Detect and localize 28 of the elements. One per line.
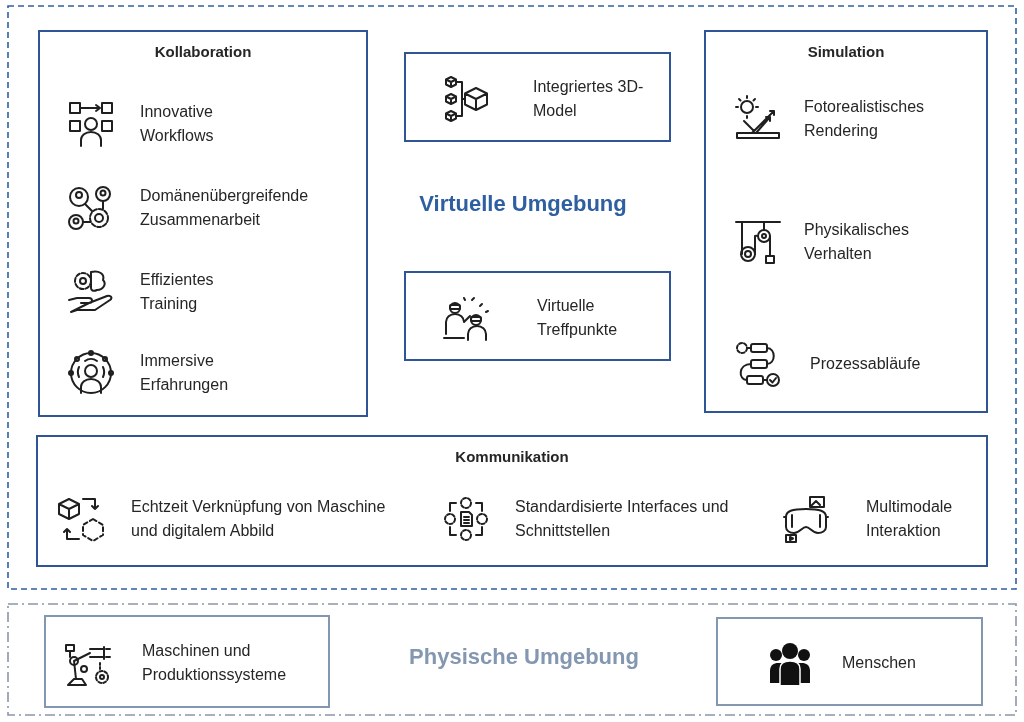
item-label: Prozessabläufe	[810, 354, 922, 374]
item-label: Virtuelle Treffpunkte	[537, 296, 619, 340]
item-label: Immersive Erfahrungen	[140, 351, 230, 395]
section-title: Virtuelle Umgebung	[418, 190, 628, 218]
item-label: Integriertes 3D-Model	[533, 77, 645, 121]
item-label: Multimodale Interaktion	[866, 497, 954, 541]
feature-box	[716, 617, 983, 706]
item-label: Standardisierte Interfaces und Schnittstellen	[515, 497, 730, 541]
item-label: Menschen	[842, 653, 917, 673]
category-panel	[36, 435, 988, 567]
item-label: Echtzeit Verknüpfung von Maschine und digitalem Abbild	[131, 497, 387, 541]
section-title: Physische Umgebung	[408, 643, 640, 671]
item-label: Innovative Workflows	[140, 102, 215, 146]
category-panel	[38, 30, 368, 417]
virtual-environment-frame	[7, 5, 1017, 590]
feature-box	[404, 271, 671, 361]
panel-heading: Kollaboration	[153, 42, 253, 62]
category-panel	[704, 30, 988, 413]
item-label: Maschinen und Produktionssysteme	[142, 641, 288, 685]
panel-heading: Kommunikation	[454, 447, 570, 467]
item-label: Fotorealistisches Rendering	[804, 97, 926, 141]
feature-box	[404, 52, 671, 142]
item-label: Effizientes Training	[140, 270, 215, 314]
physical-environment-frame	[7, 603, 1017, 716]
feature-box	[44, 615, 330, 708]
item-label: Physikalisches Verhalten	[804, 220, 910, 264]
panel-heading: Simulation	[806, 42, 886, 62]
item-label: Domänenübergreifende Zusammenarbeit	[140, 186, 310, 230]
